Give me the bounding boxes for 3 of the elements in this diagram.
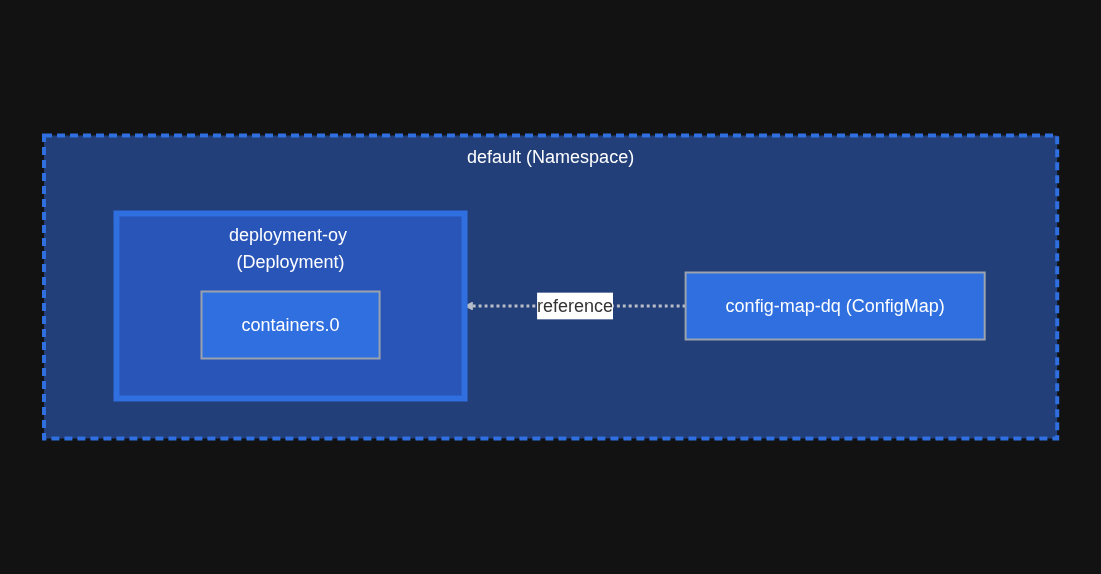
node-box: config-map-dq (ConfigMap)	[684, 271, 986, 341]
edge-label: reference	[536, 295, 613, 316]
node-box: containers.0	[200, 290, 381, 360]
